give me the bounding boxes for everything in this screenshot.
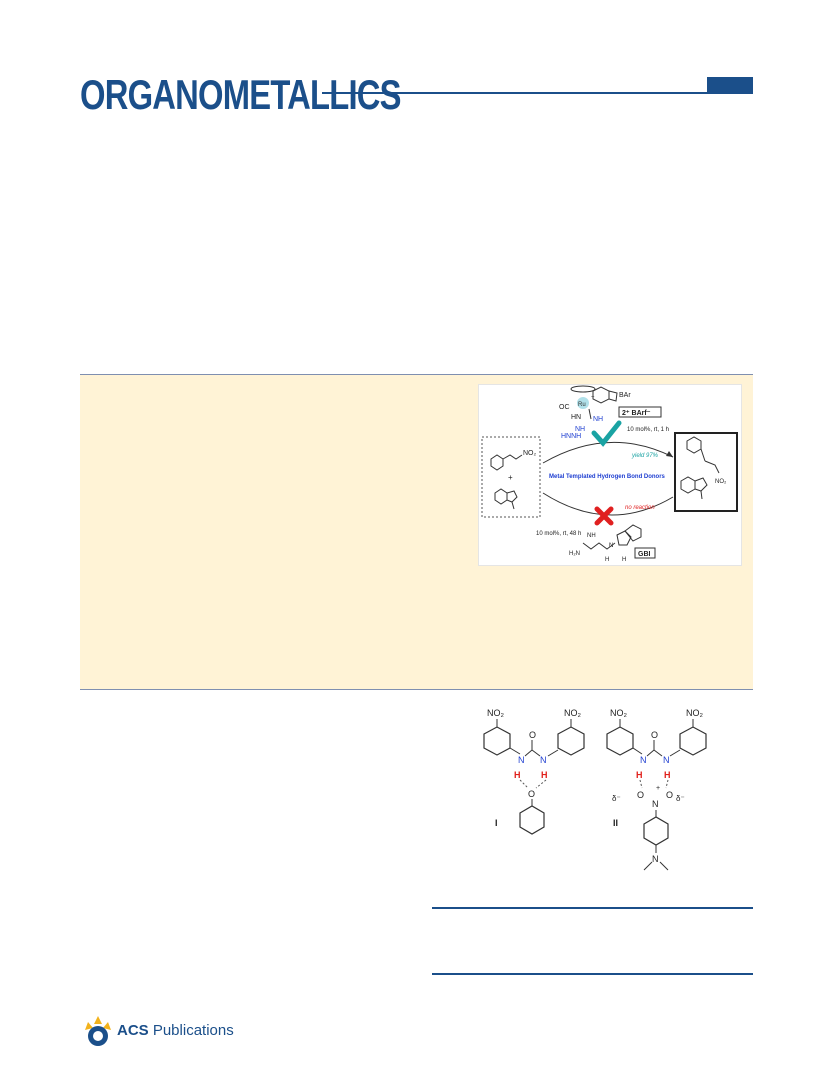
- ring-c: [606, 726, 634, 756]
- product-box: [674, 432, 738, 512]
- plus-sign: +: [508, 473, 513, 482]
- gbi-h2: H: [622, 557, 626, 563]
- catalyst-box: [618, 406, 662, 418]
- ketone-o: O: [528, 789, 535, 799]
- gbi-box-label: GBI: [638, 551, 651, 558]
- co-label: OC: [559, 404, 570, 411]
- masthead-rule: [322, 92, 752, 94]
- sidebar-rule-bottom: [432, 973, 753, 975]
- ru-label: Ru: [578, 402, 586, 408]
- no2-b: NO₂: [564, 708, 582, 718]
- counterion: BAr: [619, 392, 631, 399]
- n-a: N: [518, 755, 525, 765]
- publisher-bold: ACS: [117, 1022, 149, 1039]
- o-b: O: [651, 730, 658, 740]
- toc-scheme: NO₂ + Ru + OC BAr NH HN NH HNNH 2⁺ BArf⁻…: [481, 385, 738, 563]
- check-icon: [591, 420, 622, 447]
- ru-center: [577, 397, 589, 409]
- delta-right: δ⁻: [676, 794, 685, 803]
- toc-graphic: NO₂ + Ru + OC BAr NH HN NH HNNH 2⁺ BArf⁻…: [478, 384, 742, 566]
- urea-figure: NO₂ N H O N H NO₂ O I NO₂ N H O N H: [470, 700, 740, 885]
- acs-logo-icon: [85, 1016, 111, 1046]
- masthead-tab: [707, 77, 753, 94]
- condition-bottom: 10 mol%, rt, 48 h: [536, 531, 581, 537]
- aryl-ring: [643, 816, 669, 846]
- nitro-o2: O: [666, 790, 673, 800]
- no-reaction-label: no reaction: [625, 505, 655, 511]
- acs-logo: [80, 1014, 220, 1048]
- product-no2: NO₂: [715, 479, 727, 485]
- h-b: H: [541, 770, 548, 780]
- journal-title: ORGANOMETALLICS: [80, 71, 402, 118]
- n-c: N: [640, 755, 647, 765]
- arc-top: [542, 441, 674, 464]
- center-label: Metal Templated Hydrogen Bond Donors: [549, 474, 666, 480]
- indole-reactant: [494, 488, 508, 505]
- cyclohexanone-ring: [519, 805, 545, 835]
- sidebar-rule-top: [432, 907, 753, 909]
- catalyst-box-label: 2⁺ BArf⁻: [622, 410, 651, 417]
- gbi-box: [634, 547, 656, 559]
- ring-a: [483, 726, 511, 756]
- h-d: H: [664, 770, 671, 780]
- label-i: I: [495, 818, 498, 828]
- gbi-h1: H: [605, 557, 609, 563]
- label-ii: II: [613, 818, 618, 828]
- styrene-ring: [490, 454, 504, 471]
- n-d: N: [663, 755, 670, 765]
- no2-c: NO₂: [610, 708, 628, 718]
- no2-d: NO₂: [686, 708, 704, 718]
- publisher-rest: Publications: [148, 1022, 234, 1039]
- nitro-plus: +: [656, 785, 660, 792]
- gbi-imidazole: [616, 530, 632, 546]
- o-a: O: [529, 730, 536, 740]
- n-b: N: [540, 755, 547, 765]
- h-c: H: [636, 770, 643, 780]
- gbi-h2n: H₂N: [569, 551, 580, 557]
- yield-label: yield 97%: [631, 453, 659, 459]
- publisher-name: ACS Publications: [117, 1022, 234, 1039]
- urea-scheme: NO₂ N H O N H NO₂ O I NO₂ N H O N H: [483, 708, 707, 871]
- reactant-box: [481, 436, 541, 518]
- benzimidazole-ring: [592, 386, 610, 404]
- gbi-nh: NH: [587, 533, 596, 539]
- ring-d: [679, 726, 707, 756]
- nitro-o1: O: [637, 790, 644, 800]
- hn-label: HN: [571, 414, 581, 421]
- h-a: H: [514, 770, 521, 780]
- cp-ring: [570, 385, 596, 393]
- nh-label-2: NH: [575, 426, 585, 433]
- cross-icon: [594, 506, 614, 526]
- delta-left: δ⁻: [612, 794, 621, 803]
- condition-top: 10 mol%, rt, 1 h: [627, 427, 669, 433]
- nitro-n: N: [652, 799, 659, 809]
- gbi-benzene: [624, 524, 642, 542]
- nh-label-1: NH: [593, 416, 603, 423]
- no2-a: NO₂: [487, 708, 505, 718]
- reactant-no2: NO₂: [523, 450, 537, 457]
- ring-b: [557, 726, 585, 756]
- amine-n: N: [652, 854, 659, 864]
- hnnh-label: HNNH: [561, 433, 581, 440]
